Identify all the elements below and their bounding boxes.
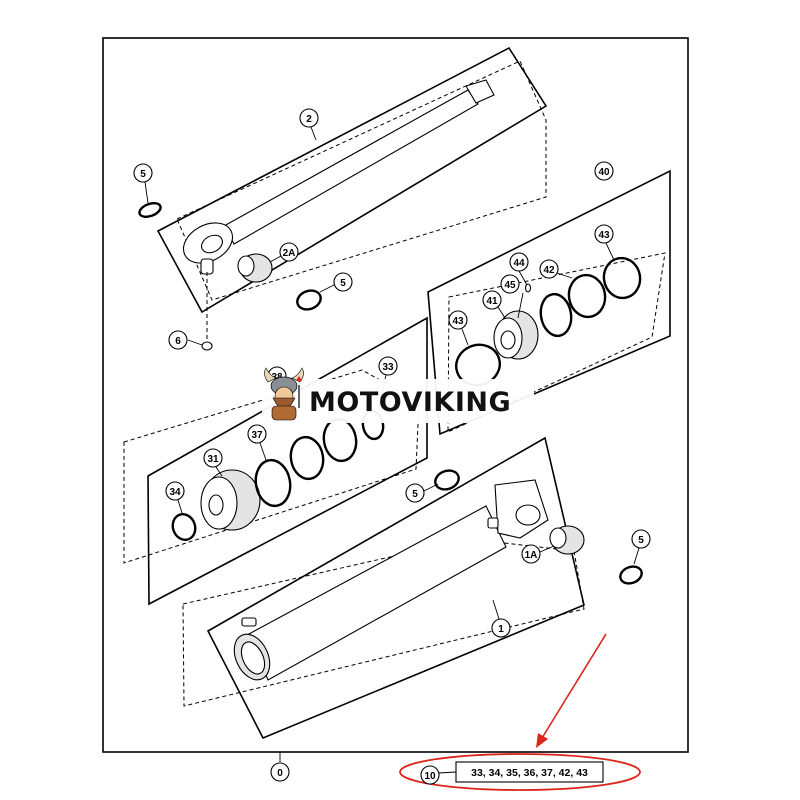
svg-text:5: 5 [638,535,644,546]
svg-text:38: 38 [271,372,283,383]
svg-text:2: 2 [306,114,312,125]
svg-text:44: 44 [513,258,525,269]
svg-text:0: 0 [277,768,283,779]
callout-31: 31 [203,448,223,477]
callout-0: 0 [270,762,290,782]
rod-group [138,46,548,351]
svg-text:2A: 2A [283,248,296,259]
callout-2: 2 [299,108,319,141]
svg-text:MOTOVIKING: MOTOVIKING [309,387,511,418]
viking-mascot-icon [264,367,304,421]
callout-1A: 1A [521,544,555,564]
callout-43-right: 43 [594,224,615,261]
callout-5-barrel-right: 5 [631,529,651,565]
callout-37: 37 [247,424,267,461]
svg-text:34: 34 [169,487,181,498]
svg-text:5: 5 [340,278,346,289]
drawing-frame [102,37,689,753]
svg-text:5: 5 [412,489,418,500]
callout-41: 41 [482,290,506,319]
svg-text:1A: 1A [525,550,538,561]
svg-text:42: 42 [543,265,555,276]
svg-text:6: 6 [175,336,181,347]
svg-text:45: 45 [504,280,516,291]
callout-5-rod-bottom: 5 [319,272,353,293]
seal-kit-callout: 10 33, 34, 35, 36, 37, 42, 43 [399,633,641,791]
callout-1: 1 [491,599,511,638]
callout-40: 40 [594,161,614,181]
svg-text:37: 37 [251,430,263,441]
callout-5-barrel-left: 5 [405,483,439,503]
callout-44: 44 [509,252,529,272]
callout-42: 42 [539,259,559,279]
callout-5-rod-top: 5 [133,163,153,204]
motoviking-watermark: MOTOVIKING [262,367,534,423]
gland-group [123,316,428,606]
svg-text:10: 10 [424,771,436,782]
svg-text:43: 43 [598,230,610,241]
callout-34: 34 [165,481,185,514]
svg-text:31: 31 [207,454,219,465]
callout-43-left: 43 [448,310,469,346]
callout-45: 45 [500,274,520,294]
svg-text:41: 41 [486,296,498,307]
svg-text:1: 1 [498,624,504,635]
callout-6: 6 [168,330,188,350]
callout-2A: 2A [269,242,299,263]
barrel-group [182,436,643,762]
svg-text:33: 33 [382,362,394,373]
seal-kit-parts: 33, 34, 35, 36, 37, 42, 43 [471,767,588,779]
svg-text:43: 43 [452,316,464,327]
highlight-arrowhead [536,733,548,748]
highlight-ellipse [399,753,641,791]
svg-text:40: 40 [598,167,610,178]
highlight-arrow [541,633,607,739]
svg-text:5: 5 [140,169,146,180]
